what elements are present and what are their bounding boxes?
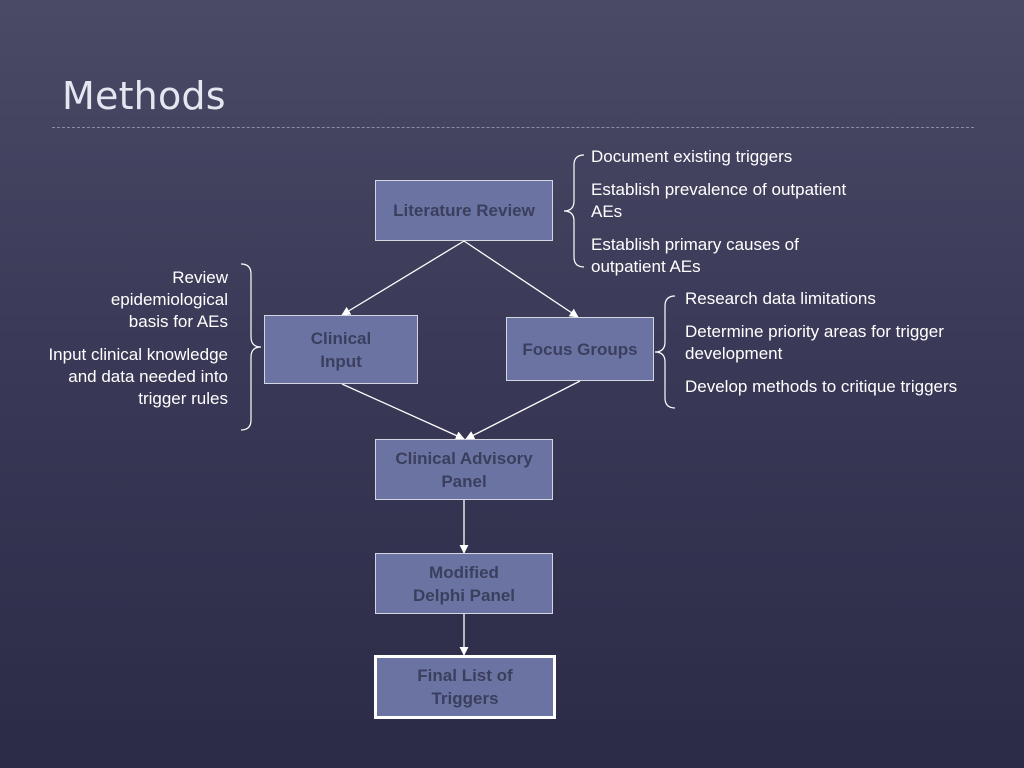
focus-groups-notes: Research data limitations Determine prio… <box>685 288 997 409</box>
final-list-of-triggers-label: Final List of Triggers <box>417 666 513 708</box>
clinical-advisory-panel-label: Clinical Advisory Panel <box>395 448 533 491</box>
clinical-advisory-panel-box: Clinical Advisory Panel <box>375 439 553 500</box>
modified-delphi-panel-label: Modified Delphi Panel <box>412 562 516 605</box>
title-divider <box>52 127 974 128</box>
brace-focus-groups <box>654 295 676 409</box>
note-item: Develop methods to critique triggers <box>685 377 958 396</box>
arrow-literature-to-focus-groups <box>463 240 579 318</box>
note-item: Input clinical knowledge and data needed… <box>48 345 228 408</box>
clinical-input-box: Clinical Input <box>264 315 418 384</box>
focus-groups-box: Focus Groups <box>506 317 654 381</box>
literature-review-notes: Document existing triggers Establish pre… <box>591 146 851 289</box>
arrow-clinical-input-to-advisory <box>341 383 465 440</box>
arrow-literature-to-clinical-input <box>341 240 465 316</box>
note-item: Determine priority areas for trigger dev… <box>685 322 944 363</box>
arrow-focus-groups-to-advisory <box>465 380 581 440</box>
clinical-input-label: Clinical Input <box>310 328 372 371</box>
modified-delphi-panel-box: Modified Delphi Panel <box>375 553 553 614</box>
slide-title: Methods <box>62 74 226 118</box>
note-item: Establish prevalence of outpatient AEs <box>591 180 847 221</box>
note-item: Document existing triggers <box>591 147 793 166</box>
clinical-input-notes: Review epidemiological basis for AEs Inp… <box>40 267 228 421</box>
focus-groups-label: Focus Groups <box>522 339 638 359</box>
brace-clinical-input <box>240 263 262 431</box>
literature-review-box: Literature Review <box>375 180 553 241</box>
final-list-of-triggers-box: Final List of Triggers <box>374 655 556 719</box>
brace-literature-review <box>563 154 585 268</box>
note-item: Establish primary causes of outpatient A… <box>591 235 799 276</box>
note-item: Review epidemiological basis for AEs <box>110 268 228 331</box>
literature-review-label: Literature Review <box>393 201 535 220</box>
note-item: Research data limitations <box>685 289 876 308</box>
